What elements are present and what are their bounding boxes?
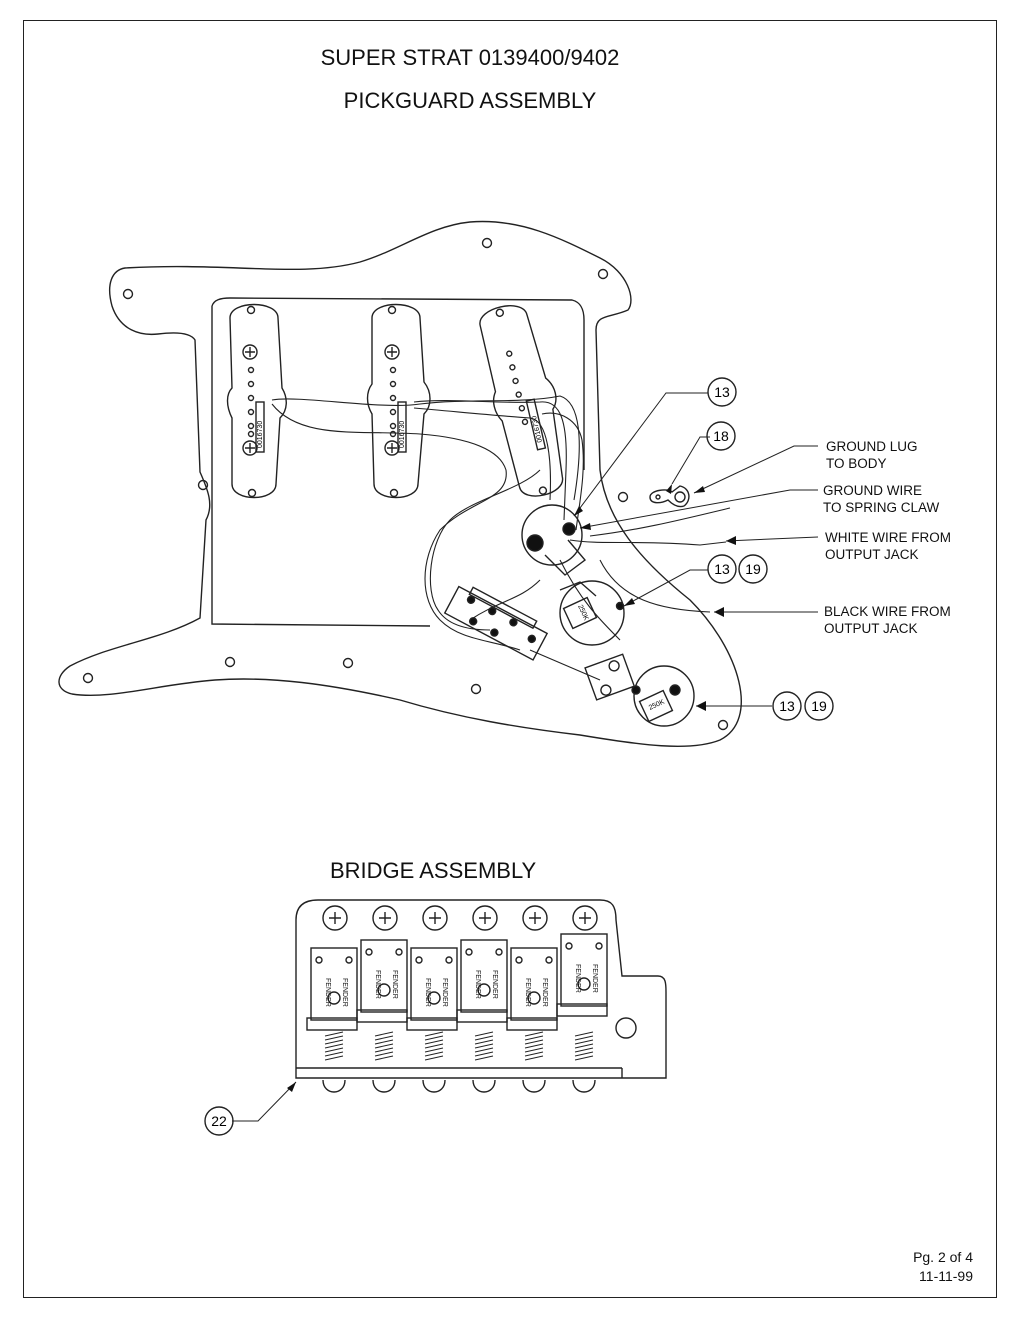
part-number: 19 xyxy=(811,698,827,714)
saddle-brand-label: FENDER xyxy=(391,970,398,999)
saddle-brand-label: FENDER xyxy=(574,964,581,993)
saddle-brand-label: FENDER xyxy=(491,970,498,999)
ground-lug xyxy=(649,485,690,508)
bridge-mount-screw xyxy=(372,905,398,931)
mount-hole xyxy=(617,491,629,503)
intonation-spring xyxy=(574,1031,594,1061)
ground-lug-callout: GROUND LUG TO BODY xyxy=(826,439,918,471)
saddle-brand-label: FENDER xyxy=(541,978,548,1007)
pot-value-label: 250K xyxy=(576,604,589,622)
saddle-brand-label: FENDER xyxy=(474,970,481,999)
mount-hole xyxy=(82,672,94,684)
part-22-bubble xyxy=(204,1106,234,1136)
mount-hole xyxy=(481,237,493,249)
bridge-saddle: FENDER FENDER xyxy=(556,933,608,1093)
saddle-brand-label: FENDER xyxy=(324,978,331,1007)
mount-hole xyxy=(717,719,729,731)
intonation-spring xyxy=(324,1031,344,1061)
document-title: SUPER STRAT 0139400/9402 xyxy=(320,45,620,70)
saddle-brand-label: FENDER xyxy=(524,978,531,1007)
black-wire-callout: BLACK WIRE FROM OUTPUT JACK xyxy=(824,604,951,636)
bridge-mount-screw xyxy=(322,905,348,931)
pot-value-label: 250K xyxy=(648,698,666,711)
mount-hole xyxy=(597,268,609,280)
saddle-brand-label: FENDER xyxy=(441,978,448,1007)
intonation-spring xyxy=(524,1031,544,1061)
bridge-saddle: FENDER FENDER xyxy=(306,947,358,1093)
bridge-screws xyxy=(322,905,598,931)
intonation-spring xyxy=(474,1031,494,1061)
middle-pickup-code: 0016730 xyxy=(399,421,406,448)
ground-wire-callout: GROUND WIRE TO SPRING CLAW xyxy=(823,483,940,515)
tone-pot-2 xyxy=(631,665,695,727)
part-number: 19 xyxy=(745,561,761,577)
part-13-bubble xyxy=(772,691,802,721)
middle-pickup xyxy=(366,303,431,499)
part-number: 13 xyxy=(714,561,730,577)
saddle-brand-label: FENDER xyxy=(374,970,381,999)
capacitor xyxy=(584,653,636,701)
mount-hole xyxy=(470,683,482,695)
pickguard-outline xyxy=(58,220,742,747)
bridge-saddle: FENDER FENDER xyxy=(356,939,408,1093)
volume-pot xyxy=(521,504,587,576)
pickguard-assembly-heading: PICKGUARD ASSEMBLY xyxy=(343,88,597,113)
intonation-spring xyxy=(424,1031,444,1061)
neck-pickup xyxy=(226,303,287,499)
bridge-mount-screw xyxy=(572,905,598,931)
part-13-bubble xyxy=(707,377,737,407)
mount-hole xyxy=(197,479,209,491)
mount-hole xyxy=(342,657,354,669)
part-number: 13 xyxy=(714,384,730,400)
bridge-mount-screw xyxy=(422,905,448,931)
neck-pickup-code: 0016730 xyxy=(257,421,264,448)
part-number: 18 xyxy=(713,428,729,444)
part-19-bubble xyxy=(738,554,768,584)
mount-hole xyxy=(224,656,236,668)
page-border xyxy=(23,20,997,1298)
bridge-pickup-code: 0016730 xyxy=(531,415,544,443)
part-18-bubble xyxy=(706,421,736,451)
bridge-mount-screw xyxy=(472,905,498,931)
part-19-bubble xyxy=(804,691,834,721)
tone-pot-1 xyxy=(559,580,625,646)
bridge-plate xyxy=(295,899,667,1079)
pickguard-cavity-edge xyxy=(211,297,585,627)
wiring xyxy=(271,395,731,681)
white-wire-callout: WHITE WIRE FROM OUTPUT JACK xyxy=(825,530,951,562)
part-number: 22 xyxy=(211,1113,227,1129)
page-number: Pg. 2 of 4 xyxy=(913,1249,973,1265)
bridge-pickup xyxy=(479,305,564,497)
saddle-brand-label: FENDER xyxy=(424,978,431,1007)
saddle-brand-label: FENDER xyxy=(341,978,348,1007)
bridge-saddle: FENDER FENDER xyxy=(506,947,558,1093)
leader-lines xyxy=(232,392,819,1122)
saddle-brand-label: FENDER xyxy=(591,964,598,993)
revision-date: 11-11-99 xyxy=(919,1268,973,1284)
bridge-saddle: FENDER FENDER xyxy=(406,947,458,1093)
selector-switch xyxy=(443,585,549,661)
mount-hole xyxy=(122,288,134,300)
bridge-mount-screw xyxy=(522,905,548,931)
bridge-saddle: FENDER FENDER xyxy=(456,939,508,1093)
bridge-assembly-heading: BRIDGE ASSEMBLY xyxy=(330,858,537,883)
part-13-bubble xyxy=(707,554,737,584)
part-number: 13 xyxy=(779,698,795,714)
intonation-spring xyxy=(374,1031,394,1061)
leader-arrowheads xyxy=(287,484,736,1092)
